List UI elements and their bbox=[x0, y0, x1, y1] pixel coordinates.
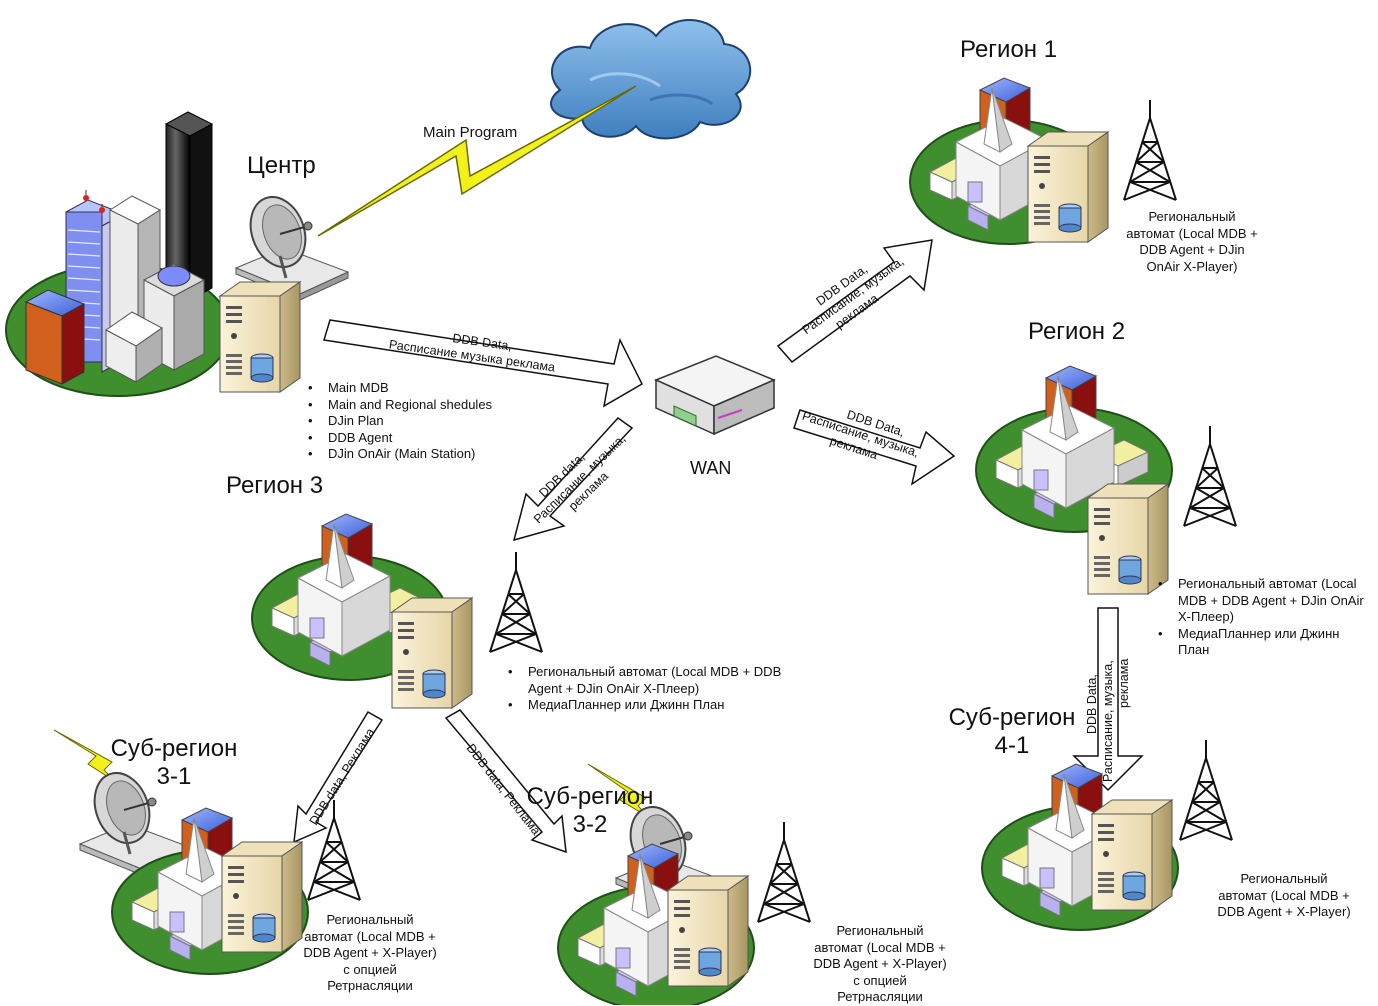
arrow-icon bbox=[512, 417, 634, 542]
server-icon bbox=[667, 875, 749, 987]
desc-line: Региональный bbox=[326, 912, 414, 927]
region3-title: Регион 3 bbox=[226, 472, 324, 499]
radio-tower-icon bbox=[489, 551, 543, 653]
title-line: Суб-регион bbox=[526, 783, 654, 810]
list-item: МедиаПланнер или Джинн План bbox=[508, 697, 786, 714]
arrow-label: DDB Data, Расписание, музыка, реклама bbox=[791, 240, 918, 349]
list-item: DJin OnAir (Main Station) bbox=[308, 446, 492, 463]
region2-title: Регион 2 bbox=[1028, 318, 1126, 345]
server-icon bbox=[1027, 131, 1109, 243]
arrow-icon bbox=[1072, 607, 1144, 792]
desc-line: OnAir X-Player) bbox=[1146, 258, 1238, 274]
list-item: Main and Regional shedules bbox=[308, 397, 492, 414]
desc-line: автомат (Local MDB + bbox=[1218, 887, 1350, 903]
list-item: DJin Plan bbox=[308, 413, 492, 430]
region1-desc: Региональный автомат (Local MDB + DDB Ag… bbox=[1110, 209, 1274, 275]
desc-line: автомат (Local MDB + bbox=[1126, 225, 1258, 241]
arrow-icon bbox=[776, 239, 933, 364]
arrow-label: DDB Data, Расписание, музыка, реклама bbox=[1085, 657, 1131, 782]
title-line: 4-1 bbox=[994, 732, 1030, 759]
title-line: 3-1 bbox=[156, 763, 192, 790]
desc-line: Региональный bbox=[836, 923, 924, 938]
desc-line: DDB Agent + DJin bbox=[1139, 242, 1245, 257]
radio-tower-icon bbox=[757, 821, 811, 923]
desc-line: с опцией bbox=[343, 961, 397, 977]
list-item: Региональный автомат (Local MDB + DDB Ag… bbox=[508, 664, 786, 697]
radio-tower-icon bbox=[1179, 739, 1233, 841]
region1-title: Регион 1 bbox=[960, 36, 1058, 63]
desc-line: DDB Agent + X-Player) bbox=[1217, 904, 1351, 919]
list-item: DDB Agent bbox=[308, 430, 492, 447]
list-item: Региональный автомат (Local MDB + DDB Ag… bbox=[1158, 576, 1374, 626]
sub31-title: Суб-регион 3-1 bbox=[104, 735, 244, 791]
server-icon bbox=[391, 597, 473, 709]
desc-line: Ретрнасляции bbox=[327, 978, 413, 993]
sub41-desc: Региональный автомат (Local MDB + DDB Ag… bbox=[1202, 871, 1366, 921]
list-item: Main MDB bbox=[308, 380, 492, 397]
router-icon bbox=[655, 355, 775, 435]
arrow-label: DDB data, Реклама bbox=[307, 726, 378, 828]
desc-line: DDB Agent + X-Player) bbox=[813, 956, 947, 971]
desc-line: с опцией bbox=[853, 972, 907, 988]
title-line: Суб-регион bbox=[948, 704, 1076, 731]
desc-line: автомат (Local MDB + bbox=[304, 928, 436, 944]
arrow-label: DDB data, Расписание, музыка, реклама bbox=[521, 418, 642, 537]
server-icon bbox=[1087, 483, 1169, 595]
title-line: 3-2 bbox=[572, 811, 608, 838]
wan-label: WAN bbox=[690, 458, 732, 478]
sub32-title: Суб-регион 3-2 bbox=[520, 783, 660, 839]
desc-line: Региональный bbox=[1148, 209, 1236, 224]
main-program-label: Main Program bbox=[423, 124, 518, 141]
region3-list: Региональный автомат (Local MDB + DDB Ag… bbox=[508, 664, 786, 714]
radio-tower-icon bbox=[1183, 425, 1237, 527]
arrow-icon bbox=[793, 409, 956, 486]
arrow-icon bbox=[293, 710, 384, 844]
server-icon bbox=[1091, 799, 1173, 911]
desc-line: Ретрнасляции bbox=[837, 989, 923, 1004]
title-line: Суб-регион bbox=[110, 735, 238, 762]
sub41-title: Суб-регион 4-1 bbox=[942, 704, 1082, 760]
arrow-icon bbox=[323, 319, 643, 408]
center-components-list: Main MDB Main and Regional shedules DJin… bbox=[308, 380, 492, 463]
arrow-label: DDB Data, Расписание музыка реклама bbox=[388, 322, 558, 374]
desc-line: DDB Agent + X-Player) bbox=[303, 945, 437, 960]
desc-line: Региональный bbox=[1240, 871, 1328, 886]
cloud-icon bbox=[550, 19, 752, 140]
region2-list: Региональный автомат (Local MDB + DDB Ag… bbox=[1158, 576, 1374, 659]
radio-tower-icon bbox=[1123, 99, 1177, 201]
center-title: Центр bbox=[247, 152, 316, 179]
server-icon bbox=[219, 281, 301, 393]
desc-line: автомат (Local MDB + bbox=[814, 939, 946, 955]
sub31-desc: Региональный автомат (Local MDB + DDB Ag… bbox=[290, 912, 450, 995]
arrow-icon bbox=[444, 709, 567, 854]
lightning-icon bbox=[317, 85, 637, 237]
sub32-desc: Региональный автомат (Local MDB + DDB Ag… bbox=[800, 923, 960, 1006]
city-icon bbox=[5, 111, 231, 397]
list-item: МедиаПланнер или Джинн План bbox=[1158, 626, 1374, 659]
